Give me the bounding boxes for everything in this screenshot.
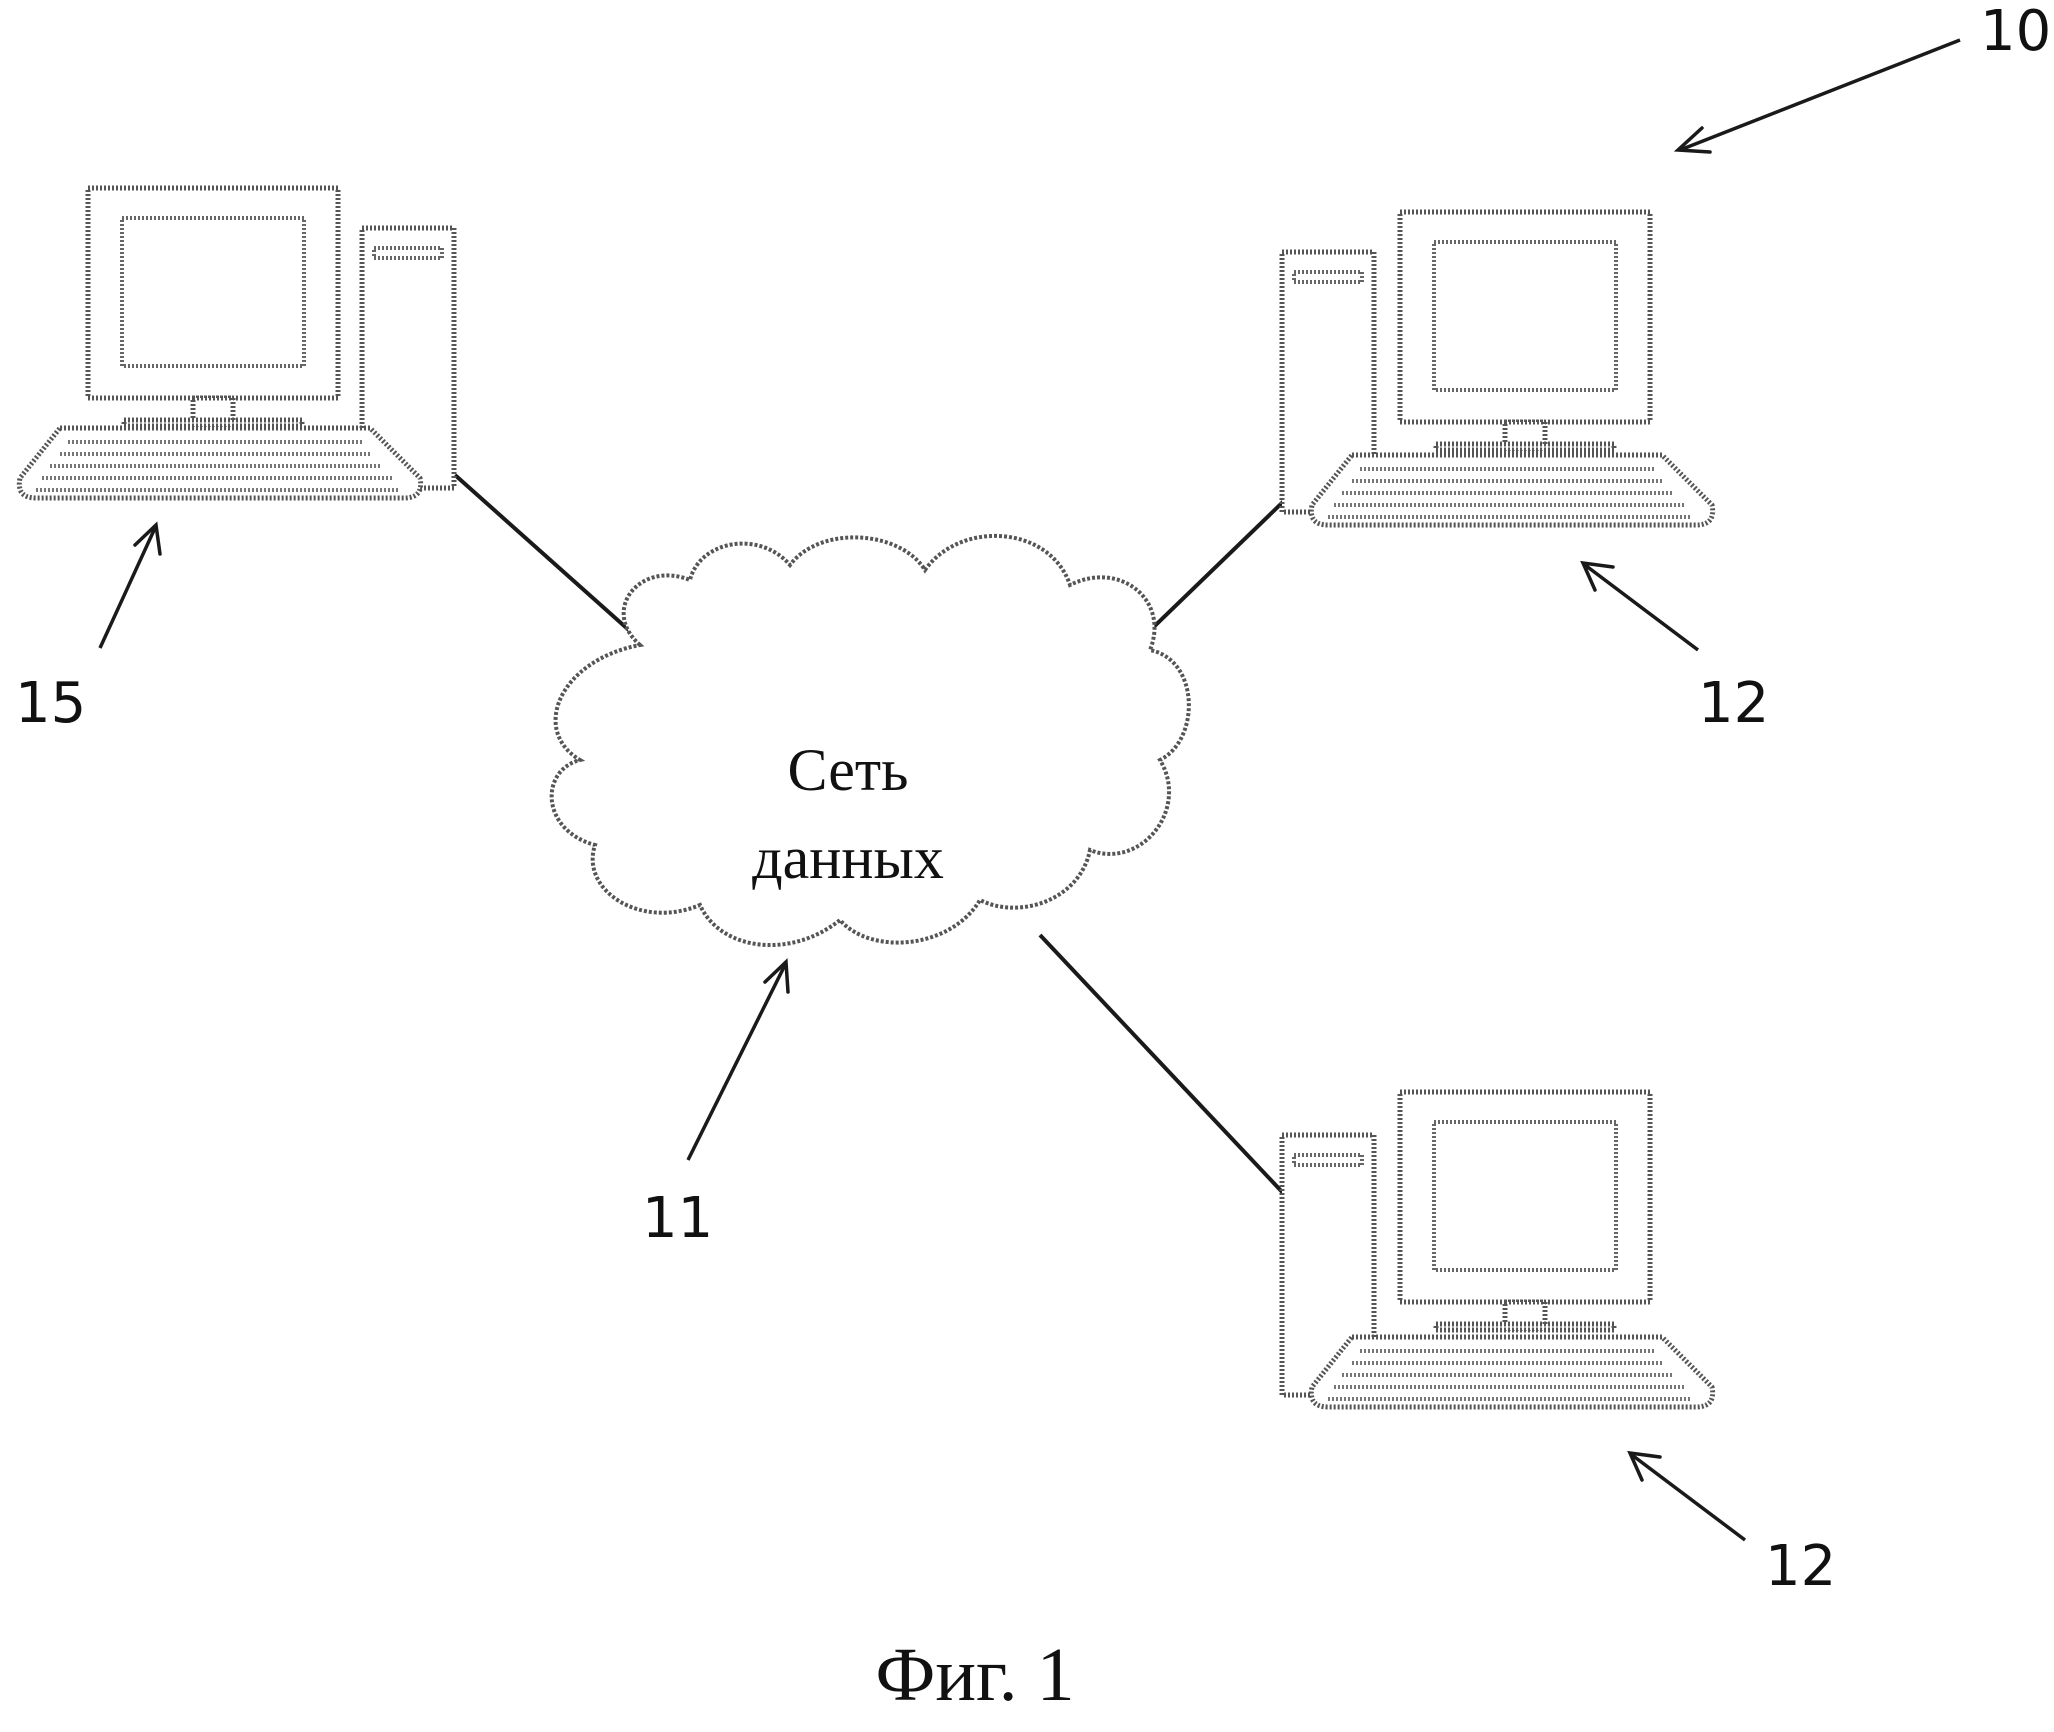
arrow-server: [98, 521, 162, 649]
cloud-label-line2: данных: [752, 825, 944, 891]
data-network-cloud: Сеть данных: [549, 533, 1191, 948]
link-client-bottom-network: [1038, 933, 1287, 1197]
arrow-client-bottom: [1627, 1450, 1747, 1542]
label-server: 15: [15, 671, 86, 736]
cloud-label-line1: Сеть: [788, 737, 909, 803]
server-workstation: [19, 188, 454, 498]
label-client-bottom: 12: [1765, 1534, 1836, 1599]
label-network: 11: [642, 1186, 713, 1251]
cloud-icon: [549, 533, 1191, 948]
desktop-computer-icon: [1282, 212, 1713, 525]
label-system: 10: [1980, 0, 2051, 64]
arrow-system: [1673, 38, 1961, 154]
desktop-computer-icon: [19, 188, 454, 498]
client-workstation-top: [1282, 212, 1713, 525]
figure-caption: Фиг. 1: [875, 1633, 1074, 1717]
arrow-client-top: [1580, 560, 1700, 652]
arrow-network: [686, 958, 790, 1161]
link-client-top-network: [1133, 498, 1287, 647]
desktop-computer-icon: [1282, 1092, 1713, 1407]
link-server-network: [453, 473, 642, 642]
client-workstation-bottom: [1282, 1092, 1713, 1407]
label-client-top: 12: [1698, 671, 1769, 736]
